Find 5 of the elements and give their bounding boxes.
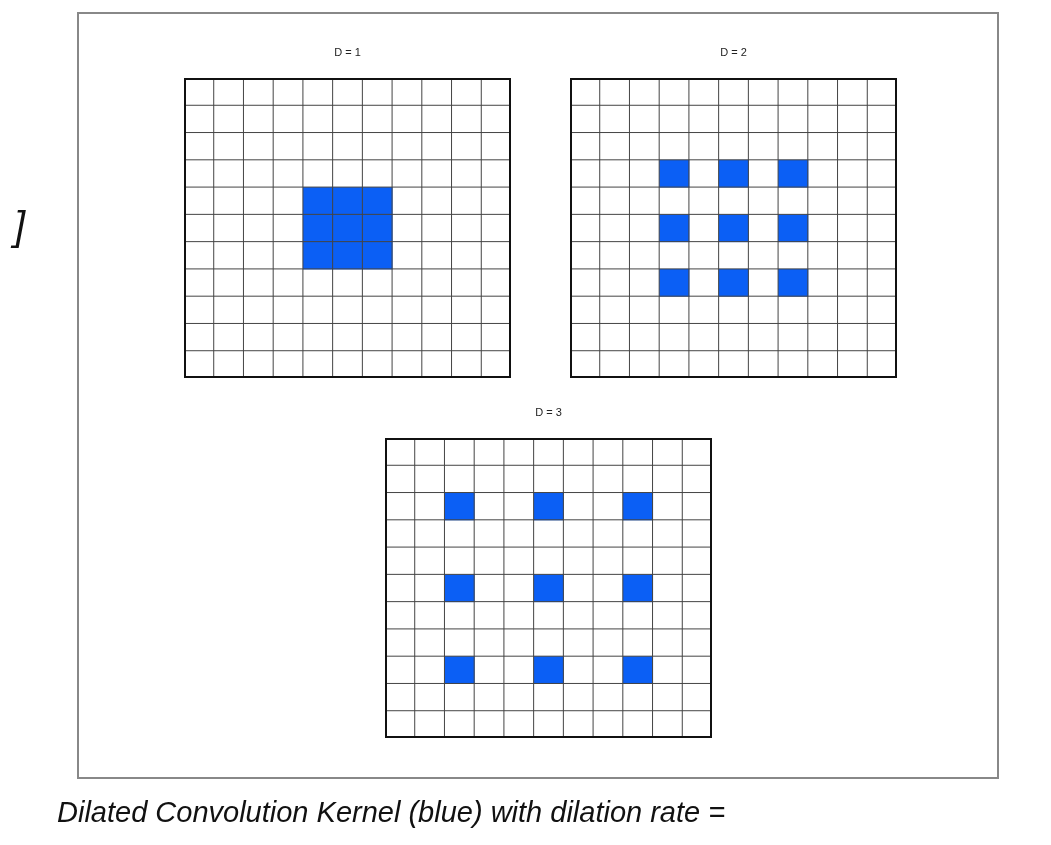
bracket-mark: ] xyxy=(4,200,36,252)
panel-title: D = 3 xyxy=(535,406,562,418)
panel-title: D = 2 xyxy=(720,46,747,58)
panel-title: D = 1 xyxy=(334,46,361,58)
figure-caption: Dilated Convolution Kernel (blue) with dilation rate = xyxy=(57,796,726,829)
